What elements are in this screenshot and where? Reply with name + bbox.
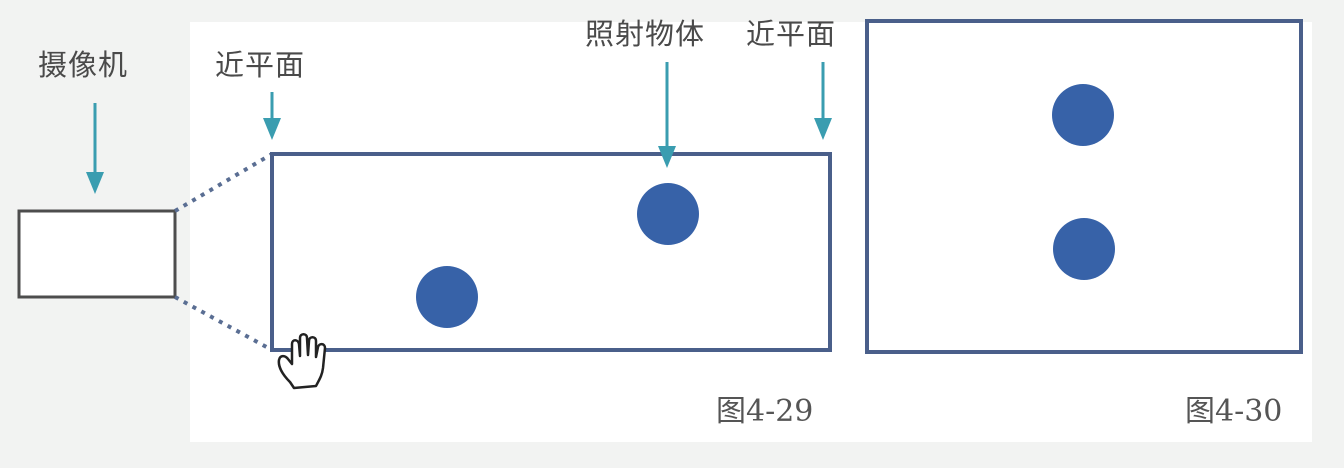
figure-caption-left: 图4-29	[716, 394, 814, 429]
object-dot-upper	[637, 183, 699, 245]
frustum-rectangle	[270, 152, 832, 352]
camera-label: 摄像机	[38, 48, 129, 82]
lit-object-arrow	[658, 62, 676, 168]
near-plane-left-label: 近平面	[215, 48, 306, 82]
frustum-line-top	[173, 152, 274, 213]
projected-dot-upper	[1052, 84, 1114, 146]
near-plane-left-arrow	[263, 92, 281, 140]
figure-caption-right: 图4-30	[1185, 394, 1283, 429]
camera-arrow	[86, 103, 104, 194]
projection-rectangle	[865, 19, 1303, 354]
frustum-line-bottom	[174, 295, 273, 352]
camera-box	[17, 209, 177, 299]
lit-object-label: 照射物体	[585, 17, 706, 51]
object-dot-lower	[416, 266, 478, 328]
projected-dot-lower	[1053, 218, 1115, 280]
near-plane-right-label: 近平面	[746, 17, 837, 51]
hand-pointer-icon	[277, 333, 327, 390]
near-plane-right-arrow	[814, 62, 832, 140]
